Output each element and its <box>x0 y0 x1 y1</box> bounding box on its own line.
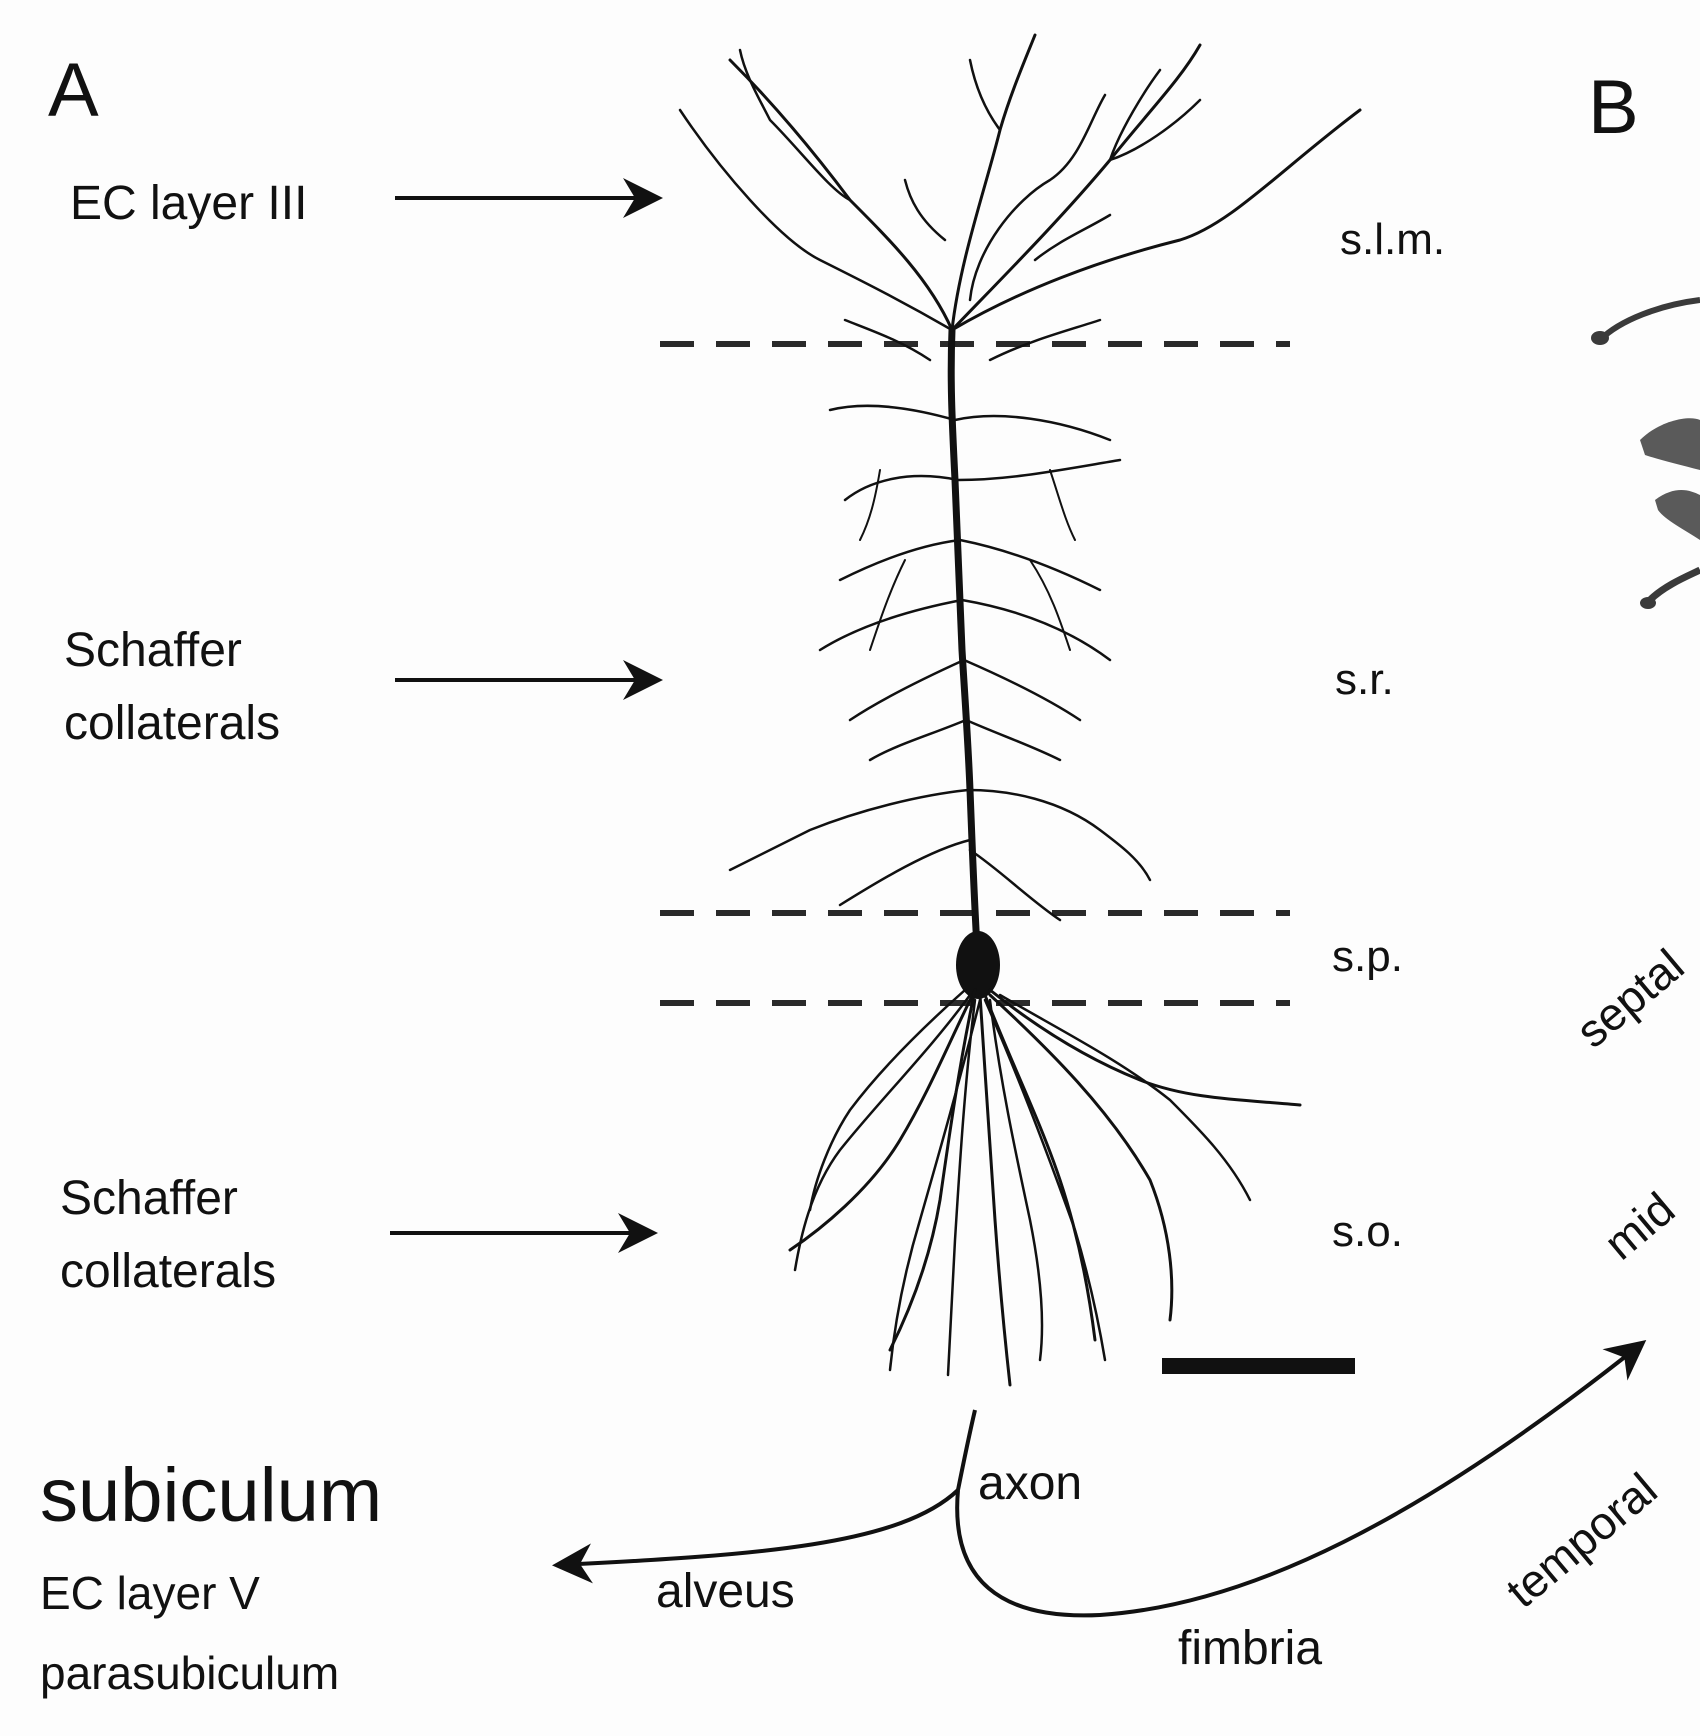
pyramidal-neuron <box>678 33 1362 1387</box>
pathway-label-fimbria: fimbria <box>1178 1622 1323 1675</box>
output-label-ec-layer-v: EC layer V <box>40 1567 260 1619</box>
input-label-schaffer-bottom-line1: Schaffer <box>60 1172 238 1225</box>
input-label-schaffer-top-line2: collaterals <box>64 697 281 750</box>
panel-label-a: A <box>48 48 99 133</box>
panel-label-b: B <box>1588 65 1639 150</box>
input-label-schaffer-top-line1: Schaffer <box>64 624 242 677</box>
layer-label-sr: s.r. <box>1335 655 1394 704</box>
output-label-parasubiculum: parasubiculum <box>40 1647 340 1699</box>
pathway-label-alveus: alveus <box>656 1565 795 1618</box>
layer-label-so: s.o. <box>1332 1207 1403 1256</box>
input-label-ec-layer-iii: EC layer III <box>70 177 308 230</box>
output-label-subiculum: subiculum <box>40 1453 383 1538</box>
layer-label-sp: s.p. <box>1332 932 1403 981</box>
layer-label-slm: s.l.m. <box>1340 215 1446 264</box>
pathway-label-axon: axon <box>978 1457 1083 1510</box>
scale-bar <box>1162 1358 1355 1374</box>
axon-line <box>956 1409 977 1491</box>
input-label-schaffer-bottom-line2: collaterals <box>60 1245 277 1298</box>
alveus-arrow <box>552 1488 960 1584</box>
panel-b-partial-drawing <box>1591 297 1700 609</box>
fimbria-arrow <box>955 1340 1647 1618</box>
